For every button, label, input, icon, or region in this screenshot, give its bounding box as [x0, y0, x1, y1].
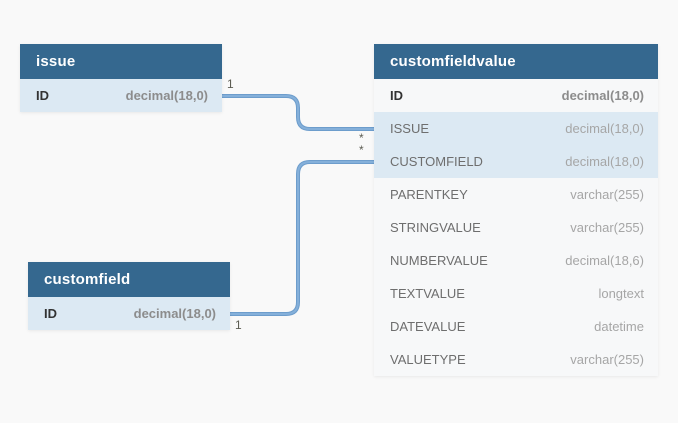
relationship-customfield-customfieldvalue-cardinality-to: * [359, 143, 364, 157]
customfieldvalue-row-stringvalue[interactable]: STRINGVALUE varchar(255) [374, 211, 658, 244]
relationship-customfield-customfieldvalue-cardinality-from: 1 [235, 318, 242, 332]
column-type: varchar(255) [570, 187, 644, 202]
column-type: decimal(18,6) [565, 253, 644, 268]
customfieldvalue-row-id[interactable]: ID decimal(18,0) [374, 79, 658, 112]
customfieldvalue-row-issue[interactable]: ISSUE decimal(18,0) [374, 112, 658, 145]
column-type: decimal(18,0) [565, 121, 644, 136]
column-name: STRINGVALUE [390, 220, 481, 235]
column-name: CUSTOMFIELD [390, 154, 483, 169]
column-type: datetime [594, 319, 644, 334]
relationship-issue-customfieldvalue-cardinality-from: 1 [227, 77, 234, 91]
column-name: ID [44, 306, 57, 321]
column-name: TEXTVALUE [390, 286, 465, 301]
customfieldvalue-row-numbervalue[interactable]: NUMBERVALUE decimal(18,6) [374, 244, 658, 277]
customfieldvalue-row-textvalue[interactable]: TEXTVALUE longtext [374, 277, 658, 310]
column-type: varchar(255) [570, 220, 644, 235]
issue-row-id[interactable]: ID decimal(18,0) [20, 79, 222, 112]
column-type: decimal(18,0) [561, 88, 644, 103]
column-name: VALUETYPE [390, 352, 466, 367]
customfield-row-id[interactable]: ID decimal(18,0) [28, 297, 230, 330]
column-type: decimal(18,0) [125, 88, 208, 103]
customfield-table-title: customfield [44, 271, 131, 288]
issue-table-title: issue [36, 53, 76, 70]
column-name: PARENTKEY [390, 187, 468, 202]
issue-table-header[interactable]: issue [20, 44, 222, 79]
relationship-customfield-customfieldvalue-line-highlight [230, 161, 374, 315]
relationship-customfield-customfieldvalue-line[interactable] [230, 160, 374, 316]
customfieldvalue-table-header[interactable]: customfieldvalue [374, 44, 658, 79]
relationship-issue-customfieldvalue-line-highlight [222, 95, 374, 130]
column-type: decimal(18,0) [133, 306, 216, 321]
column-name: NUMBERVALUE [390, 253, 488, 268]
column-name: ID [390, 88, 403, 103]
customfieldvalue-row-valuetype[interactable]: VALUETYPE varchar(255) [374, 343, 658, 376]
customfieldvalue-row-parentkey[interactable]: PARENTKEY varchar(255) [374, 178, 658, 211]
relationship-issue-customfieldvalue-cardinality-to: * [359, 131, 364, 145]
customfieldvalue-table-title: customfieldvalue [390, 53, 516, 70]
column-type: decimal(18,0) [565, 154, 644, 169]
column-name: ID [36, 88, 49, 103]
column-type: longtext [598, 286, 644, 301]
customfieldvalue-row-datevalue[interactable]: DATEVALUE datetime [374, 310, 658, 343]
column-name: ISSUE [390, 121, 430, 136]
customfield-table-header[interactable]: customfield [28, 262, 230, 297]
column-name: DATEVALUE [390, 319, 466, 334]
customfieldvalue-row-customfield[interactable]: CUSTOMFIELD decimal(18,0) [374, 145, 658, 178]
column-type: varchar(255) [570, 352, 644, 367]
